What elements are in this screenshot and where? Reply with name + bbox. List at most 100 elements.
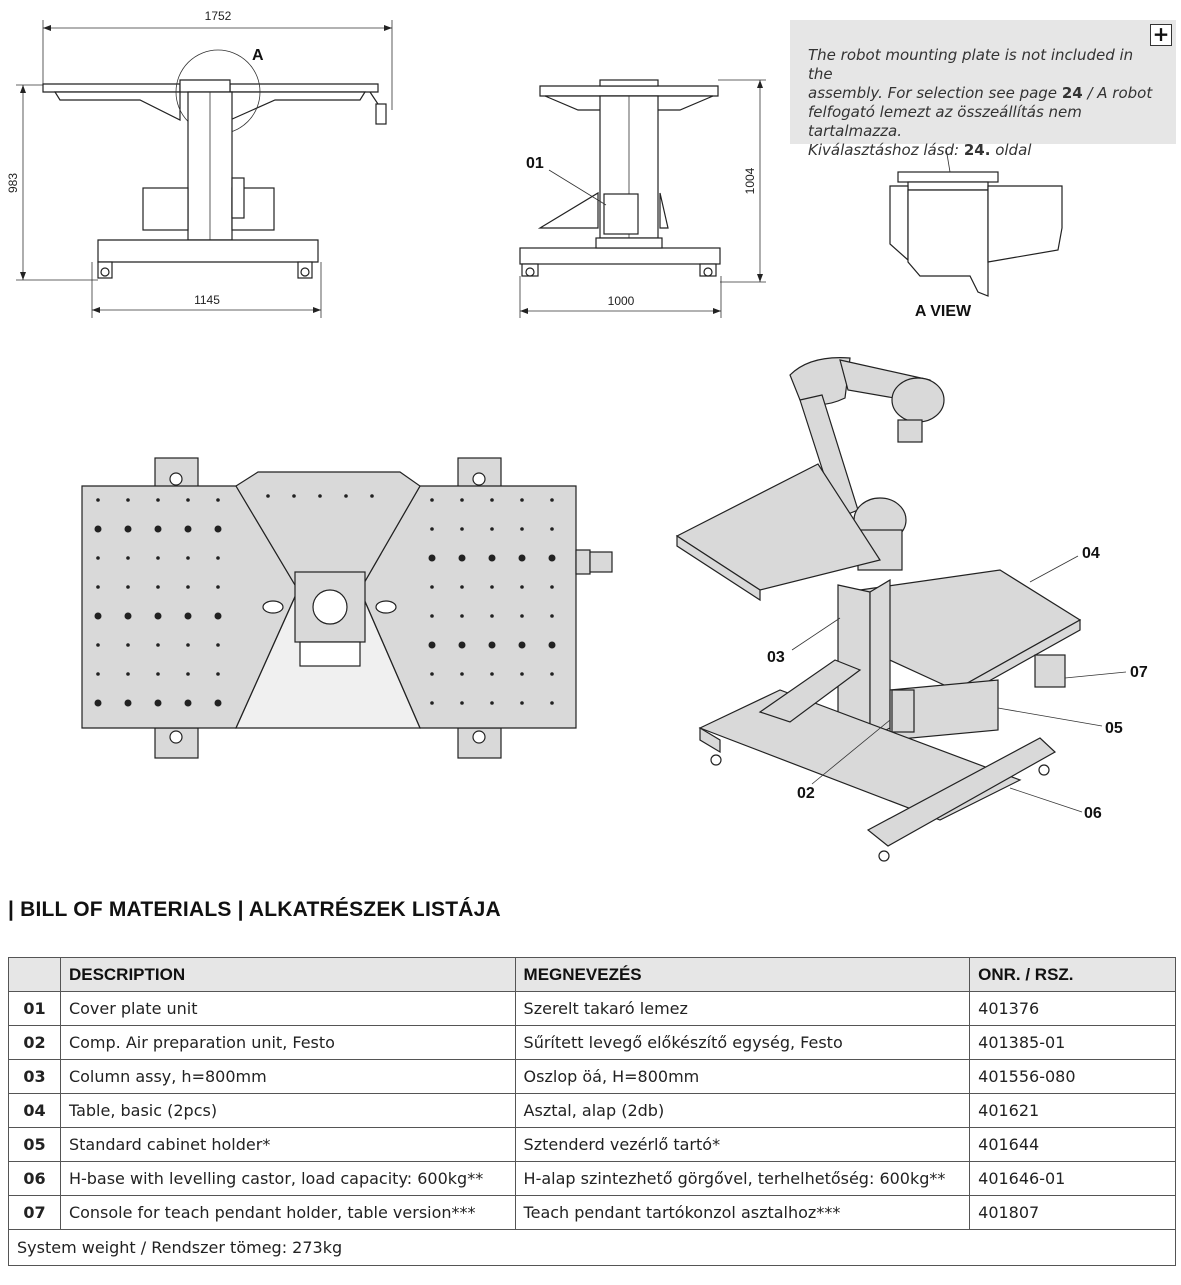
mounting-hole	[460, 585, 464, 589]
mounting-hole	[96, 672, 100, 676]
mounting-hole	[186, 672, 190, 676]
mounting-hole	[550, 585, 554, 589]
mounting-hole	[458, 641, 466, 649]
mounting-hole	[548, 554, 556, 562]
dim-height-front: 983	[6, 173, 20, 193]
row-description: Console for teach pendant holder, table …	[59, 1195, 516, 1230]
side-view: 01 1004 1000	[519, 79, 766, 318]
mounting-hole	[126, 498, 130, 502]
table-row: 02 Comp. Air preparation unit, Festo Sűr…	[8, 1025, 1176, 1060]
row-onr: 401644	[969, 1127, 1176, 1162]
top-view	[81, 457, 613, 759]
mounting-hole	[94, 612, 102, 620]
mounting-hole	[94, 699, 102, 707]
row-megnevezes: Oszlop öá, H=800mm	[514, 1059, 971, 1094]
mounting-hole	[184, 612, 192, 620]
mounting-hole	[184, 699, 192, 707]
mounting-hole	[186, 643, 190, 647]
row-megnevezes: Sztenderd vezérlő tartó*	[514, 1127, 971, 1162]
mounting-hole	[126, 643, 130, 647]
expand-button[interactable]: +	[1150, 24, 1172, 46]
row-onr: 401621	[969, 1093, 1176, 1128]
mounting-hole	[370, 494, 374, 498]
note-line-3: felfogató lemezt az összeállítás nem tar…	[808, 103, 1082, 140]
mounting-hole	[428, 554, 436, 562]
mounting-hole	[214, 699, 222, 707]
mounting-hole	[154, 525, 162, 533]
system-weight: System weight / Rendszer tömeg: 273kg	[8, 1229, 1176, 1266]
mounting-hole	[520, 614, 524, 618]
mounting-hole	[156, 672, 160, 676]
mounting-hole	[428, 641, 436, 649]
mounting-hole	[520, 585, 524, 589]
row-megnevezes: Asztal, alap (2db)	[514, 1093, 971, 1128]
table-row: 01 Cover plate unit Szerelt takaró lemez…	[8, 991, 1176, 1026]
dim-height-side: 1004	[743, 167, 757, 194]
mounting-hole	[96, 498, 100, 502]
a-view-detail: A VIEW	[889, 147, 1063, 320]
mounting-hole	[518, 641, 526, 649]
row-description: Column assy, h=800mm	[59, 1059, 516, 1094]
a-view-label: A VIEW	[915, 303, 972, 320]
mounting-hole	[186, 498, 190, 502]
mounting-hole	[156, 643, 160, 647]
mounting-hole	[156, 498, 160, 502]
row-description: Comp. Air preparation unit, Festo	[59, 1025, 516, 1060]
mounting-hole	[430, 614, 434, 618]
bom-table: DESCRIPTION MEGNEVEZÉS ONR. / RSZ. 01 Co…	[8, 957, 1176, 1266]
mounting-hole	[458, 554, 466, 562]
mounting-hole	[520, 701, 524, 705]
front-view: 1752 983 A	[6, 9, 393, 318]
mounting-hole	[216, 672, 220, 676]
header-description: DESCRIPTION	[59, 957, 516, 992]
callout-02: 02	[797, 785, 815, 802]
row-num: 06	[8, 1161, 61, 1196]
mounting-hole	[490, 614, 494, 618]
bom-header-row: DESCRIPTION MEGNEVEZÉS ONR. / RSZ.	[8, 957, 1176, 992]
mounting-hole	[344, 494, 348, 498]
row-megnevezes: H-alap szintezhető görgővel, terhelhetős…	[514, 1161, 971, 1196]
mounting-hole	[430, 527, 434, 531]
callout-04: 04	[1082, 545, 1100, 562]
row-megnevezes: Szerelt takaró lemez	[514, 991, 971, 1026]
row-megnevezes: Sűrített levegő előkészítő egység, Festo	[514, 1025, 971, 1060]
table-row: 07 Console for teach pendant holder, tab…	[8, 1195, 1176, 1230]
mounting-hole	[184, 525, 192, 533]
mounting-hole	[96, 585, 100, 589]
detail-label-a: A	[252, 47, 264, 64]
mounting-hole	[548, 641, 556, 649]
mounting-hole	[154, 612, 162, 620]
note-line-2: assembly. For selection see page 24 / A …	[808, 84, 1153, 102]
mounting-hole	[292, 494, 296, 498]
dim-base-front: 1145	[194, 293, 220, 307]
technical-drawings: 1752 983 A	[6, 9, 1148, 862]
header-onr: ONR. / RSZ.	[969, 957, 1176, 992]
row-onr: 401556-080	[969, 1059, 1176, 1094]
row-num: 04	[8, 1093, 61, 1128]
mounting-hole	[126, 556, 130, 560]
mounting-hole	[318, 494, 322, 498]
bom-title: | BILL OF MATERIALS | ALKATRÉSZEK LISTÁJ…	[8, 898, 501, 921]
row-num: 03	[8, 1059, 61, 1094]
mounting-hole	[124, 699, 132, 707]
mounting-hole	[126, 585, 130, 589]
row-num: 07	[8, 1195, 61, 1230]
row-onr: 401376	[969, 991, 1176, 1026]
callout-03: 03	[767, 649, 785, 666]
row-description: Standard cabinet holder*	[59, 1127, 516, 1162]
header-megnevezes: MEGNEVEZÉS	[514, 957, 971, 992]
mounting-hole	[488, 641, 496, 649]
mounting-hole	[460, 701, 464, 705]
mounting-hole	[156, 585, 160, 589]
mounting-hole	[490, 672, 494, 676]
mounting-hole	[186, 585, 190, 589]
mounting-hole	[216, 556, 220, 560]
mounting-hole	[430, 701, 434, 705]
row-description: Table, basic (2pcs)	[59, 1093, 516, 1128]
table-row: 05 Standard cabinet holder* Sztenderd ve…	[8, 1127, 1176, 1162]
mounting-hole	[460, 614, 464, 618]
mounting-hole	[520, 672, 524, 676]
mounting-hole	[430, 585, 434, 589]
mounting-holes	[94, 494, 556, 707]
mounting-hole	[94, 525, 102, 533]
